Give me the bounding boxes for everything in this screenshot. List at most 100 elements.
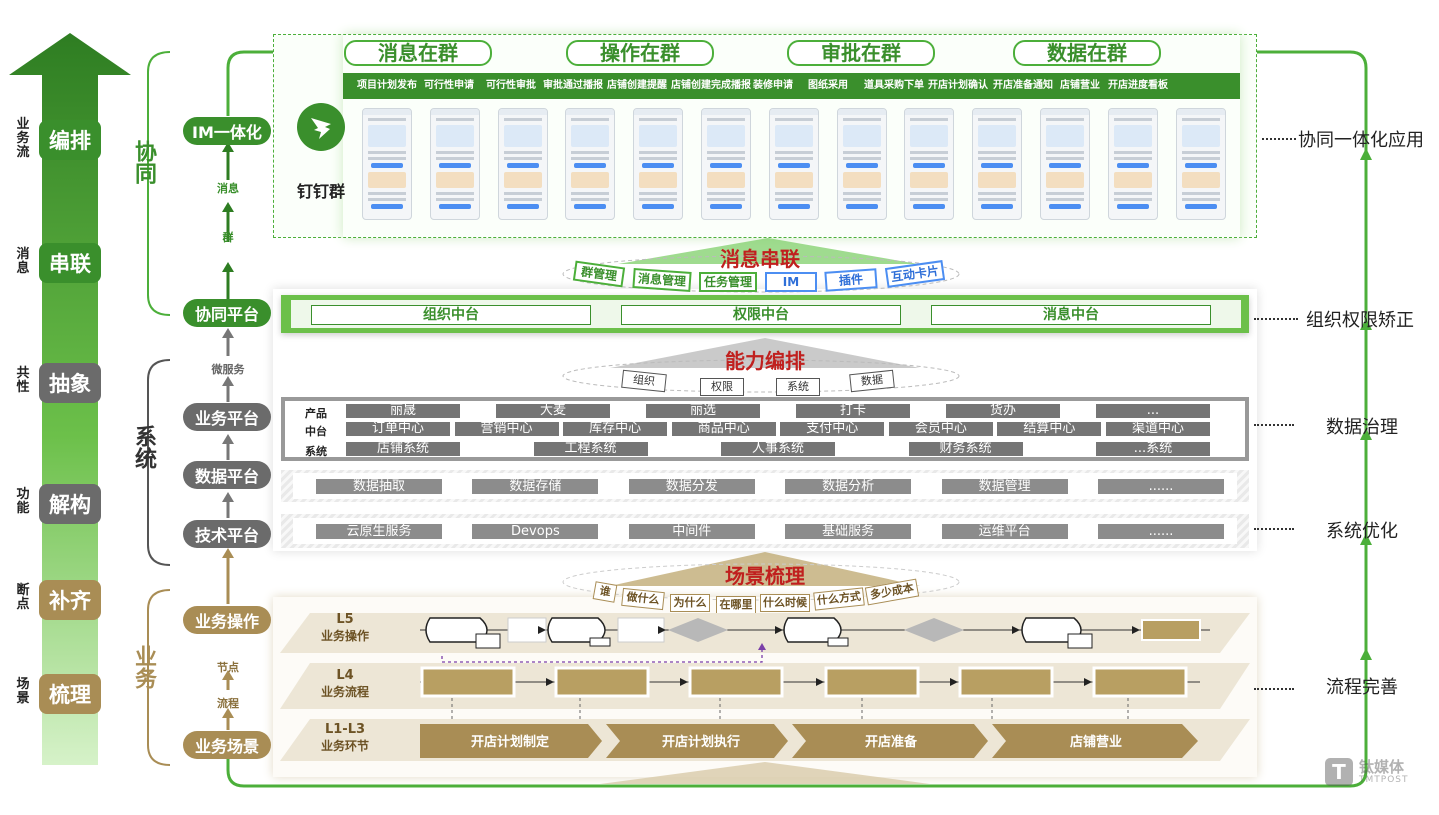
connector-label-xiaoxi: 消息 (217, 182, 239, 195)
zhongtai-cell: 订单中心 (346, 422, 450, 436)
chip-chajian: 插件 (824, 268, 878, 292)
data-cell: 数据分发 (628, 479, 755, 494)
phone-screenshot (633, 108, 684, 220)
chip-shui: 谁 (592, 581, 618, 603)
dotline-4 (1254, 528, 1294, 530)
scene-ellipse (562, 563, 960, 601)
stage-chevrons (420, 724, 1198, 758)
bracket-label-yewu: 业务 (128, 645, 158, 696)
connector-label-liucheng: 流程 (217, 697, 239, 710)
system-cell: 工程系统 (533, 442, 648, 456)
tech-cell: 中间件 (628, 524, 755, 539)
chip-weishenme: 为什么 (670, 594, 710, 612)
axis-pill: 串联 (39, 243, 101, 283)
tech-cell: 基础服务 (785, 524, 912, 539)
chip-quanxian: 权限 (700, 378, 744, 396)
zhongtai-cell: 会员中心 (888, 422, 993, 436)
platform-im: IM一体化 (183, 117, 271, 145)
stage-2: 开店计划执行 (661, 735, 740, 750)
bracket-label-xitong: 系统 (128, 425, 158, 476)
tech-cell: Devops (472, 524, 599, 539)
row-label-product: 产品 (305, 407, 327, 420)
chip-xiaoxiguanli: 消息管理 (632, 268, 692, 292)
strip-item: 可行性审批 (486, 80, 536, 91)
row-label-zhongtai: 中台 (305, 425, 327, 438)
axis-pill: 编排 (39, 120, 101, 160)
tech-row-inner (293, 518, 1237, 544)
bottom-arrow (600, 762, 930, 784)
strip-item: 开店进度看板 (1108, 80, 1168, 91)
product-cell: 大麦 (496, 404, 610, 418)
l5-flow (420, 617, 1210, 663)
ability-ellipse (562, 359, 960, 393)
product-cell: 丽选 (646, 404, 760, 418)
platform-yewu: 业务平台 (183, 403, 271, 431)
watermark: T 钛媒体 TMTPOST (1325, 756, 1435, 790)
strip-item: 图纸采用 (808, 80, 848, 91)
dingtalk-logo-icon (297, 103, 345, 151)
axis-side-label: 断点 (16, 583, 30, 612)
tab-xiaoxi: 消息在群 (344, 40, 492, 66)
chip-renwuguanli: 任务管理 (699, 272, 757, 292)
dotline-3 (1254, 424, 1294, 426)
zhongtai-cell: 结算中心 (997, 422, 1102, 436)
stage-4: 店铺营业 (1069, 735, 1122, 750)
tech-cell: 运维平台 (941, 524, 1068, 539)
tab-caozuo: 操作在群 (566, 40, 714, 66)
watermark-sub: TMTPOST (1359, 775, 1409, 785)
quanxian-zhongtai: 权限中台 (621, 305, 901, 325)
tab-shenpi: 审批在群 (787, 40, 935, 66)
phone-screenshot (836, 108, 887, 220)
strip-item: 开店计划确认 (928, 80, 988, 91)
phone-screenshot (1107, 108, 1158, 220)
l4-flow (420, 666, 1200, 698)
strip-item: 可行性申请 (424, 80, 474, 91)
dingtalk-label: 钉钉群 (296, 182, 345, 201)
axis-side-label: 业务流 (16, 117, 30, 160)
system-cell: ...系统 (1096, 442, 1210, 456)
strip-item: 店铺营业 (1060, 80, 1100, 91)
axis-pill: 补齐 (39, 580, 101, 620)
watermark-brand: 钛媒体 (1359, 758, 1405, 776)
platform-shuju: 数据平台 (183, 461, 271, 489)
system-cell: 人事系统 (721, 442, 835, 456)
data-cell: 数据分析 (785, 479, 912, 494)
bracket-label-xietong: 协同 (128, 140, 158, 191)
chip-im: IM (765, 272, 817, 292)
axis-pill: 梳理 (39, 674, 101, 714)
connector-label-qun: 群 (222, 231, 234, 244)
zhongtai-cell: 支付中心 (780, 422, 885, 436)
product-cell: ... (1096, 404, 1210, 418)
stage-1: 开店计划制定 (470, 735, 549, 750)
dotline-5 (1254, 688, 1294, 690)
phone-screenshot (701, 108, 751, 220)
right-label-xitong: 系统优化 (1326, 521, 1398, 542)
product-cell: 丽晟 (346, 404, 460, 418)
phone-screenshot (1040, 108, 1090, 220)
strip-item: 装修申请 (753, 80, 793, 91)
tech-cell: 云原生服务 (316, 524, 442, 539)
layer-l4-name: 业务流程 (320, 685, 369, 699)
data-cell: ...... (1098, 479, 1224, 494)
data-cell: 数据管理 (941, 479, 1068, 494)
zhongtai-cell: 渠道中心 (1106, 422, 1210, 436)
platform-xietong: 协同平台 (183, 299, 271, 327)
layer-l13-code: L1-L3 (324, 722, 366, 737)
axis-side-label: 消息 (16, 247, 30, 276)
tech-cell: ...... (1098, 524, 1224, 539)
phone-screenshot (429, 108, 480, 220)
connector-label-jiedian: 节点 (217, 661, 239, 674)
right-label-xietong: 协同一体化应用 (1298, 130, 1424, 151)
strip-item: 项目计划发布 (357, 80, 417, 91)
axis-pill: 抽象 (39, 363, 101, 403)
bracket-text: 系统 (131, 425, 156, 469)
platform-caozuo: 业务操作 (183, 606, 271, 634)
msg-chain-title: 消息串联 (720, 247, 800, 271)
axis-side-label: 功能 (16, 487, 30, 516)
dotline-1 (1262, 138, 1296, 140)
strip-item: 开店准备通知 (993, 80, 1053, 91)
data-cell: 数据存储 (472, 479, 599, 494)
green-strip (343, 73, 1240, 99)
ability-title: 能力编排 (725, 349, 805, 373)
